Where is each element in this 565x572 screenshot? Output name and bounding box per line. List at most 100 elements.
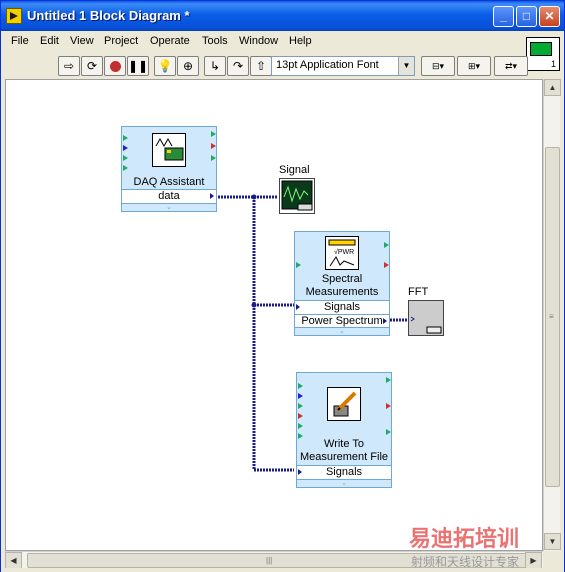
signal-graph-indicator[interactable] bbox=[279, 178, 315, 214]
status-bar bbox=[1, 568, 564, 572]
vertical-scrollbar[interactable]: ▲ ≡ ▼ bbox=[543, 79, 561, 551]
spectral-label-line1: Spectral bbox=[321, 273, 363, 285]
output-pin bbox=[211, 155, 216, 161]
scroll-up-icon[interactable]: ▲ bbox=[544, 79, 561, 96]
signal-indicator-label: Signal bbox=[279, 164, 310, 176]
output-pin bbox=[384, 262, 389, 268]
daq-data-terminal[interactable]: data bbox=[122, 189, 216, 203]
fft-graph-icon bbox=[410, 303, 442, 334]
grip-icon: ||| bbox=[266, 556, 273, 565]
spectral-icon-text: √PWR bbox=[334, 248, 354, 256]
align-objects-icon[interactable]: ⊟▾ bbox=[421, 56, 455, 76]
input-pin bbox=[123, 165, 128, 171]
scroll-down-icon[interactable]: ▼ bbox=[544, 533, 561, 550]
minimize-button[interactable]: _ bbox=[493, 6, 514, 27]
wire-junction bbox=[251, 194, 257, 200]
horizontal-scrollbar[interactable]: ◀ ||| ▶ bbox=[5, 551, 543, 569]
input-pin bbox=[298, 423, 303, 429]
output-pin bbox=[386, 403, 391, 409]
abort-icon[interactable] bbox=[104, 56, 126, 76]
menu-bar: File Edit View Project Operate Tools Win… bbox=[1, 31, 564, 52]
input-pin bbox=[298, 383, 303, 389]
pause-icon[interactable]: ❚❚ bbox=[127, 56, 149, 76]
expand-handle[interactable]: ⌄ bbox=[122, 203, 216, 211]
run-arrow-icon[interactable]: ⇨ bbox=[58, 56, 80, 76]
power-spectrum-terminal[interactable]: Power Spectrum bbox=[295, 314, 389, 328]
vertical-scroll-thumb[interactable]: ≡ bbox=[545, 147, 560, 487]
output-pin bbox=[386, 429, 391, 435]
daq-waveform-icon bbox=[154, 135, 184, 165]
menu-project[interactable]: Project bbox=[104, 35, 139, 47]
waveform-graph-icon bbox=[281, 180, 313, 211]
expand-handle[interactable]: ⌄ bbox=[295, 327, 389, 335]
output-pin bbox=[211, 131, 216, 137]
menu-window[interactable]: Window bbox=[239, 35, 279, 47]
fft-indicator-label: FFT bbox=[408, 286, 429, 298]
input-pin bbox=[298, 433, 303, 439]
vi-icon-number: 1 bbox=[550, 59, 556, 69]
power-spectrum-icon: √PWR bbox=[327, 238, 357, 268]
input-pin bbox=[298, 393, 303, 399]
wire-junction bbox=[251, 302, 257, 308]
daq-assistant-label: DAQ Assistant bbox=[133, 176, 205, 188]
retain-wire-values-icon[interactable]: ⊕ bbox=[177, 56, 199, 76]
daq-assistant-express-vi[interactable]: DAQ Assistant data ⌄ bbox=[121, 126, 217, 212]
reorder-icon[interactable]: ⇄▾ bbox=[494, 56, 528, 76]
spectral-label-line2: Measurements bbox=[305, 286, 379, 298]
spectral-signals-terminal[interactable]: Signals bbox=[295, 300, 389, 314]
highlight-execution-icon[interactable]: 💡 bbox=[154, 56, 176, 76]
distribute-objects-icon[interactable]: ⊞▾ bbox=[457, 56, 491, 76]
vi-connector-icon[interactable]: 1 bbox=[526, 37, 560, 71]
daq-assistant-icon bbox=[152, 133, 186, 167]
fft-graph-indicator[interactable] bbox=[408, 300, 444, 336]
step-out-icon[interactable]: ⇧ bbox=[250, 56, 272, 76]
chevron-down-icon[interactable]: ▼ bbox=[398, 57, 414, 75]
output-pin bbox=[211, 143, 216, 149]
scroll-right-icon[interactable]: ▶ bbox=[525, 552, 542, 569]
run-continuous-icon[interactable]: ⟳ bbox=[81, 56, 103, 76]
signals-input-arrow bbox=[298, 469, 302, 475]
write-measurement-file-express-vi[interactable]: Write To Measurement File Signals ⌄ bbox=[296, 372, 392, 488]
menu-help[interactable]: Help bbox=[289, 35, 312, 47]
write-file-label-line1: Write To bbox=[324, 438, 364, 450]
title-bar[interactable]: Untitled 1 Block Diagram * _ □ ✕ bbox=[1, 1, 564, 31]
step-into-icon[interactable]: ↳ bbox=[204, 56, 226, 76]
spectral-measurements-express-vi[interactable]: √PWR Spectral Measurements Signals Power… bbox=[294, 231, 390, 336]
input-pin bbox=[296, 262, 301, 268]
output-pin bbox=[386, 377, 391, 383]
output-pin bbox=[384, 242, 389, 248]
menu-operate[interactable]: Operate bbox=[150, 35, 190, 47]
signals-input-arrow bbox=[296, 304, 300, 310]
maximize-button[interactable]: □ bbox=[516, 6, 537, 27]
font-select-value: 13pt Application Font bbox=[276, 59, 379, 71]
close-button[interactable]: ✕ bbox=[539, 6, 560, 27]
watermark-text: 易迪拓培训 bbox=[409, 526, 520, 551]
write-file-signals-terminal[interactable]: Signals bbox=[297, 465, 391, 479]
spectrum-output-arrow bbox=[383, 318, 387, 324]
font-select[interactable]: 13pt Application Font ▼ bbox=[271, 56, 415, 76]
window-title: Untitled 1 Block Diagram * bbox=[27, 8, 190, 23]
wires-layer bbox=[218, 194, 408, 472]
expand-handle[interactable]: ⌄ bbox=[297, 479, 391, 487]
menu-view[interactable]: View bbox=[70, 35, 94, 47]
scroll-left-icon[interactable]: ◀ bbox=[5, 552, 22, 569]
menu-file[interactable]: File bbox=[11, 35, 29, 47]
menu-edit[interactable]: Edit bbox=[40, 35, 59, 47]
menu-tools[interactable]: Tools bbox=[202, 35, 228, 47]
grip-icon: ≡ bbox=[549, 312, 554, 321]
write-file-label-line2: Measurement File bbox=[299, 451, 389, 463]
input-pin bbox=[298, 413, 303, 419]
input-pin bbox=[123, 135, 128, 141]
spectral-icon: √PWR bbox=[325, 236, 359, 270]
input-pin bbox=[123, 145, 128, 151]
labview-app-icon[interactable] bbox=[6, 8, 22, 24]
vi-screen-icon bbox=[530, 42, 552, 56]
block-diagram-canvas[interactable]: DAQ Assistant data ⌄ Signal √PWR bbox=[5, 79, 543, 551]
pencil-file-icon bbox=[329, 389, 359, 419]
toolbar: ⇨ ⟳ ❚❚ 💡 ⊕ ↳ ↷ ⇧ 13pt Application Font ▼… bbox=[1, 52, 528, 79]
data-output-arrow bbox=[210, 193, 214, 199]
input-pin bbox=[298, 403, 303, 409]
step-over-icon[interactable]: ↷ bbox=[227, 56, 249, 76]
dynamic-data-wire[interactable] bbox=[218, 195, 294, 472]
